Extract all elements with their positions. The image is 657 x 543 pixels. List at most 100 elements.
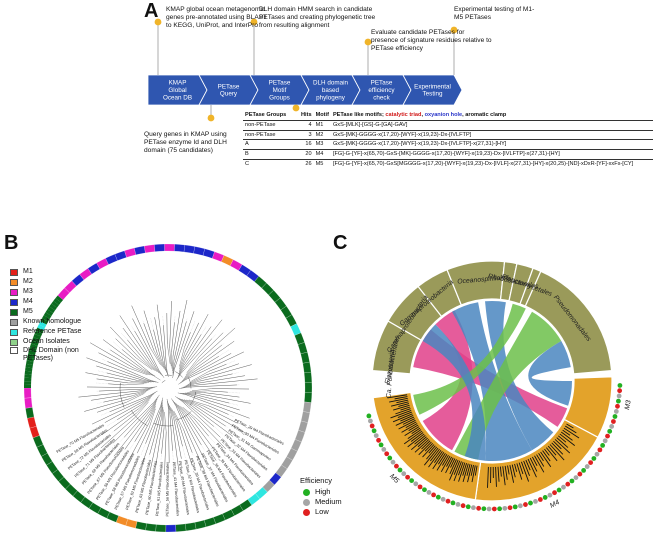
tree-branch xyxy=(148,419,162,477)
tree-leader xyxy=(150,318,154,330)
tree-leader xyxy=(96,382,109,384)
chord-bar-mark xyxy=(502,466,506,486)
tree-branch xyxy=(112,402,155,444)
tree-branch xyxy=(157,353,165,369)
motif-cell-hits: 16 xyxy=(299,139,314,150)
efficiency-dot xyxy=(533,498,538,504)
chord-bar-mark xyxy=(565,425,577,434)
tree-branch xyxy=(109,395,150,412)
tree-branch xyxy=(168,407,170,463)
tree-leader xyxy=(131,305,140,323)
chord-bar-mark xyxy=(440,455,451,473)
tree-branch xyxy=(174,321,187,365)
tree-leader xyxy=(101,411,110,416)
tree-branch xyxy=(86,357,146,380)
chord-bar-mark xyxy=(402,418,415,425)
tree-leader xyxy=(232,420,238,424)
tree-branch xyxy=(166,368,169,378)
chord-bar-mark xyxy=(540,451,552,468)
tree-branch xyxy=(103,395,133,403)
tree-branch xyxy=(175,371,183,378)
efficiency-dot xyxy=(616,398,621,404)
tree-branch xyxy=(167,343,171,364)
efficiency-dot xyxy=(517,503,523,509)
tree-branch xyxy=(140,387,153,392)
legend-swatch xyxy=(10,338,18,346)
tree-branch xyxy=(154,317,163,361)
efficiency-dot xyxy=(390,459,396,465)
tree-leader xyxy=(97,411,100,413)
pipeline-step-label: PETase xyxy=(218,83,240,90)
tree-ring-segment xyxy=(32,337,40,343)
tree-leader xyxy=(86,357,101,364)
tree-leader xyxy=(121,332,128,340)
tree-branch xyxy=(208,405,229,415)
tree-leader xyxy=(208,436,215,444)
chord-ribbon xyxy=(422,324,486,461)
chord-bar-mark xyxy=(436,454,448,471)
header-hits: Hits xyxy=(301,112,312,118)
pipeline-step-label: Query xyxy=(220,91,238,98)
pipeline-step-label: Ocean DB xyxy=(163,94,192,101)
tree-ring-segment xyxy=(26,360,34,366)
tree-leader xyxy=(101,429,110,435)
tree-branch xyxy=(132,390,149,396)
chord-bar-mark xyxy=(462,463,469,483)
legend-swatch xyxy=(10,268,18,276)
header-oxyanion-hole: oxyanion hole xyxy=(424,112,463,118)
efficiency-dot xyxy=(602,438,608,444)
tree-branch xyxy=(186,399,204,407)
tree-ring-segment xyxy=(29,343,38,349)
efficiency-dot xyxy=(465,504,471,510)
tree-leader xyxy=(230,424,246,434)
chord-group-label: M3 xyxy=(624,400,633,411)
motif-cell-hits: 3 xyxy=(299,129,314,140)
tree-branch xyxy=(149,379,159,383)
tree-ring-segment xyxy=(24,381,32,385)
tree-branch xyxy=(185,361,198,376)
tree-branch xyxy=(163,325,167,369)
efficiency-dot xyxy=(409,478,415,484)
tree-branch xyxy=(134,330,157,368)
annotation-kmap-db: KMAP global ocean metagenomic genes pre-… xyxy=(166,6,268,29)
tree-leader xyxy=(140,443,146,455)
efficiency-label: Low xyxy=(315,507,329,516)
tree-branch xyxy=(160,399,163,411)
efficiency-dot xyxy=(612,414,618,419)
tree-leader xyxy=(90,399,97,401)
pipeline-step-label: DLH domain xyxy=(313,80,348,87)
tree-branch xyxy=(153,423,174,427)
chord-bar-mark xyxy=(523,460,530,477)
tree-leaf-label: PETase_61 M5 Flavobacteriales xyxy=(155,461,164,516)
tree-branch xyxy=(96,365,142,380)
motif-cell-pattern: GxS-[MK]-GGGG-x(17,20)-[WYF]-x(19,23)-Dx… xyxy=(330,129,653,140)
tree-ring-segment xyxy=(37,324,46,331)
legend-label: M4 xyxy=(23,298,33,305)
chord-bar-mark xyxy=(395,416,415,426)
efficiency-dot xyxy=(384,451,390,457)
legend-swatch xyxy=(10,298,18,306)
tree-leader xyxy=(172,450,174,460)
efficiency-dot xyxy=(366,413,372,419)
efficiency-dot xyxy=(413,481,419,487)
efficiency-dot xyxy=(507,505,513,511)
chord-bar-mark xyxy=(407,433,425,448)
tree-leader xyxy=(236,409,240,411)
tree-branch xyxy=(175,372,182,381)
efficiency-dot xyxy=(497,506,502,512)
tree-branch xyxy=(195,394,230,404)
chord-bar-mark xyxy=(414,435,426,445)
tree-branch xyxy=(179,356,186,372)
annotation-query: Query genes in KMAP using PETase enzyme … xyxy=(144,131,227,154)
tree-ring-segment xyxy=(24,374,32,379)
tree-branch xyxy=(152,374,161,381)
pipeline-step-label: Experimental xyxy=(414,83,451,90)
tree-branch xyxy=(104,401,144,423)
chord-bar-mark xyxy=(433,451,443,463)
motif-cell-hits: 4 xyxy=(299,119,314,131)
chord-bar-mark xyxy=(560,431,573,441)
tree-branch xyxy=(142,368,156,377)
tree-ring-segment xyxy=(53,298,61,306)
tree-branch xyxy=(183,326,212,366)
